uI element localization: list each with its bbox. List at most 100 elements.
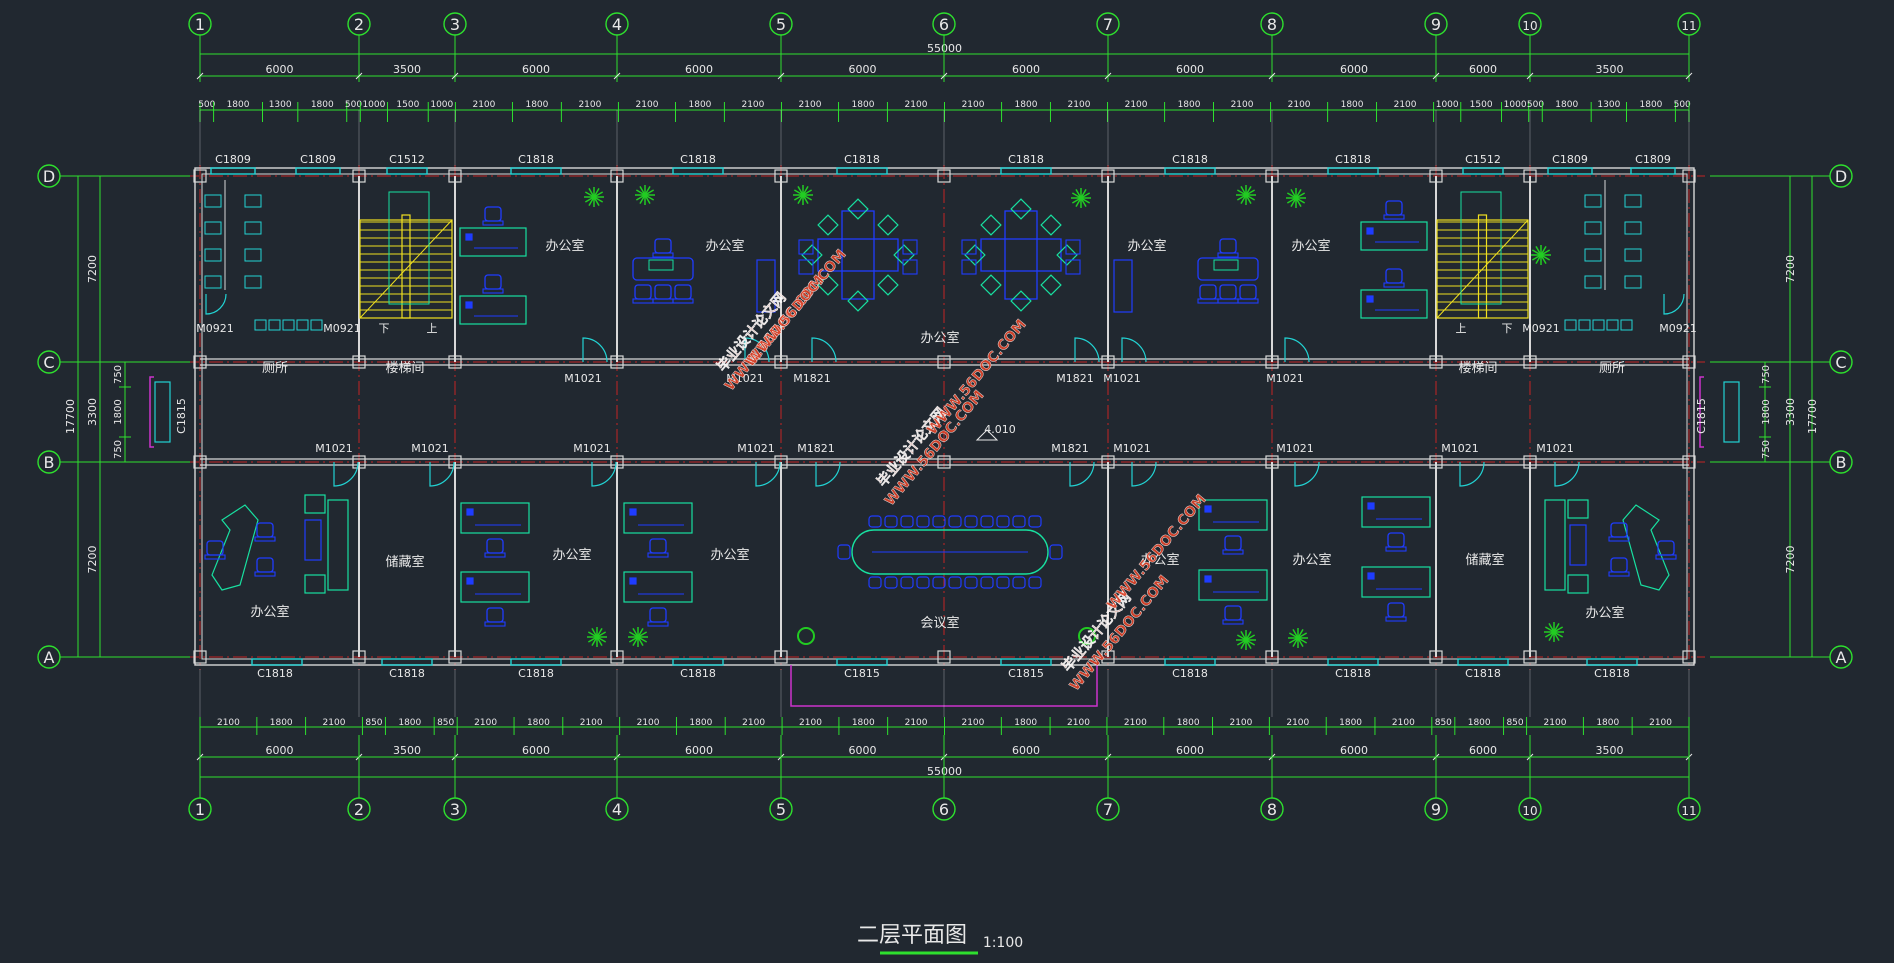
axis-label: C: [43, 353, 54, 372]
side-window-frame: [1699, 376, 1704, 448]
vdimension-detail: 750: [113, 440, 124, 459]
cluster-desk: [817, 238, 899, 272]
door-arc: [1131, 461, 1157, 487]
plant-center: [1539, 253, 1543, 257]
tea-table: [304, 519, 322, 561]
plant: [793, 185, 813, 205]
workstation-desk: [632, 257, 694, 281]
chair: [1224, 535, 1242, 551]
plant: [1236, 630, 1256, 650]
meeting-chair: [996, 576, 1010, 589]
window-label: C1818: [1335, 667, 1371, 680]
structural-column: [1101, 650, 1115, 664]
vdimension-detail: 750: [1761, 365, 1772, 384]
dimension-detail: 2100: [1286, 718, 1309, 728]
dimension-bay: 6000: [522, 63, 550, 76]
structural-column: [1265, 169, 1279, 183]
window: [1164, 167, 1216, 175]
sink: [310, 319, 323, 331]
door-label: M1821: [793, 372, 831, 385]
door-label: M1021: [737, 442, 775, 455]
sofa: [327, 499, 349, 591]
sink: [282, 319, 295, 331]
dimension-detail: 1000: [1436, 100, 1459, 110]
office-desk: [1360, 221, 1428, 251]
window-label: C1809: [1552, 153, 1588, 166]
structural-column: [1101, 355, 1115, 369]
plant: [587, 627, 607, 647]
dimension-detail: 1800: [1178, 100, 1201, 110]
chair-back: [647, 552, 669, 558]
toilet-fixture: [244, 275, 262, 289]
elevation-mark: 4.010: [984, 423, 1016, 436]
axis-label: 10: [1522, 19, 1537, 33]
office-desk: [1361, 566, 1431, 598]
structural-column: [774, 455, 788, 469]
chair-back: [1385, 546, 1407, 552]
cluster-chair: [847, 290, 869, 312]
dimension-detail: 2100: [1231, 100, 1254, 110]
door-arc: [1294, 461, 1320, 487]
door-arc: [1069, 461, 1095, 487]
sink: [254, 319, 267, 331]
chair: [1387, 602, 1405, 618]
axis-bubble: [37, 350, 61, 374]
plant-center: [595, 635, 599, 639]
chair: [1219, 238, 1237, 254]
sofa-seat: [1567, 499, 1589, 519]
door-label: M1021: [1103, 372, 1141, 385]
structural-column: [193, 650, 207, 664]
dimension-bay: 3500: [1596, 744, 1624, 757]
cluster-chair: [877, 274, 899, 296]
axis-label: 3: [450, 800, 460, 819]
stair-up-label: 上: [427, 322, 438, 335]
desk-item: [1366, 295, 1374, 303]
vdimension-section: 3300: [86, 398, 99, 426]
chair-back: [1385, 616, 1407, 622]
cluster-chair: [1056, 244, 1078, 266]
vdimension-total: 17700: [1806, 399, 1819, 434]
axis-label: 2: [354, 15, 364, 34]
window: [295, 167, 341, 175]
axis-label: A: [1836, 648, 1847, 667]
structural-column: [448, 455, 462, 469]
vdimension-section: 7200: [86, 546, 99, 574]
dimension-detail: 2100: [961, 718, 984, 728]
dimension-detail: 2100: [742, 718, 765, 728]
door-arc: [1663, 293, 1685, 315]
chair: [486, 538, 504, 554]
door-arc: [1554, 461, 1580, 487]
dimension-detail: 1800: [398, 718, 421, 728]
meeting-table: [851, 529, 1049, 575]
door-label: M1821: [1051, 442, 1089, 455]
chair: [1610, 557, 1628, 573]
axis-label: A: [44, 648, 55, 667]
dimension-slash: [355, 72, 363, 80]
dimension-detail: 2100: [1392, 718, 1415, 728]
desk-item: [1367, 502, 1375, 510]
room-label-storage: 储藏室: [1465, 552, 1504, 568]
chair: [484, 206, 502, 222]
door-arc: [429, 461, 455, 487]
dimension-slash: [451, 72, 459, 80]
room-label-office: 办公室: [705, 238, 744, 254]
structural-column: [1429, 355, 1443, 369]
chair-back: [484, 621, 506, 627]
chair-back: [1222, 549, 1244, 555]
window: [381, 658, 433, 666]
plant-center: [643, 193, 647, 197]
meeting-chair: [1012, 515, 1026, 528]
room-label-toilet: 厕所: [262, 361, 288, 376]
dimension-detail: 2100: [1124, 718, 1147, 728]
room-label-office: 办公室: [1140, 552, 1179, 568]
dimension-bay: 6000: [849, 63, 877, 76]
meeting-chair: [964, 515, 978, 528]
stair-landing: [388, 191, 430, 305]
window: [836, 658, 888, 666]
office-desk: [460, 502, 530, 534]
plant: [1544, 622, 1564, 642]
structural-column: [1265, 355, 1279, 369]
dimension-detail: 2100: [323, 718, 346, 728]
workstation-screen: [1213, 259, 1239, 271]
sink: [1592, 319, 1605, 331]
